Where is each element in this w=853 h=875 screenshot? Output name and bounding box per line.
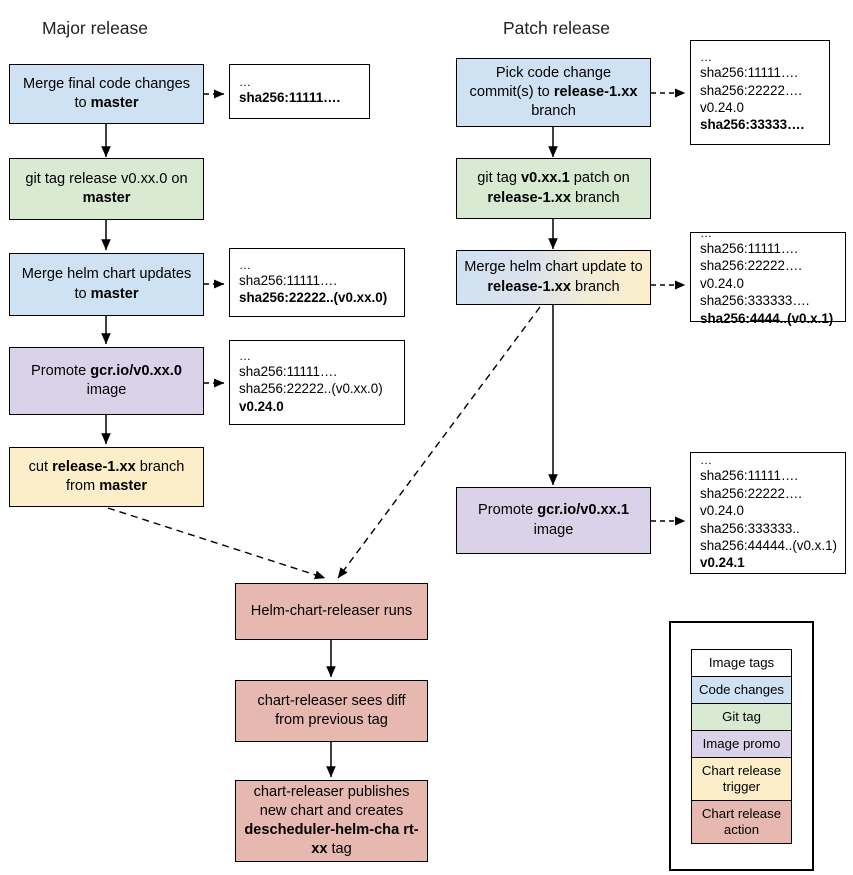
legend-item-label: Git tag: [722, 708, 761, 724]
legend-item-label: Image promo: [702, 735, 781, 751]
node-git-tag-patch[interactable]: git tag v0.xx.1 patch on release-1.xx br…: [456, 158, 651, 219]
tagbox-major-2: …sha256:11111…. sha256:22222..(v0.xx.0): [229, 248, 405, 317]
node-label: chart-releaser sees diff from previous t…: [257, 692, 406, 728]
node-label: Promote gcr.io/v0.xx.0 image: [31, 362, 182, 398]
tagbox-patch-2: …sha256:11111…. sha256:22222….v0.24.0 sha2…: [690, 227, 846, 326]
node-label: git tag v0.xx.1 patch on release-1.xx br…: [477, 170, 630, 206]
node-merge-helm-chart-updates-master[interactable]: Merge helm chart updates to master: [9, 253, 204, 316]
tagbox-line: sha256:11111….: [700, 240, 799, 256]
node-label: git tag release v0.xx.0 on master: [25, 170, 188, 206]
node-label: Merge final code changes to master: [22, 75, 191, 111]
tagbox-line: sha256:11111….: [700, 65, 799, 81]
node-label: Merge helm chart updates to master: [21, 266, 192, 302]
tagbox-patch-1: …sha256:11111….sha256:22222…. v0.24.0 sha2…: [690, 40, 830, 145]
legend-item-label: Code changes: [698, 681, 785, 697]
tagbox-line: …: [700, 50, 713, 65]
tagbox-line: sha256:22222….: [700, 485, 802, 501]
tagbox-line: …: [239, 75, 252, 90]
node-label: Pick code change commit(s) to release-1.…: [469, 64, 638, 120]
tagbox-line: v0.24.0: [700, 100, 744, 115]
column-title-patch: Patch release: [503, 18, 611, 38]
edge-dashed-cut-branch-to-releaser: [107, 507, 326, 580]
tagbox-line: v0.24.0: [700, 503, 744, 519]
node-promote-image-patch[interactable]: Promote gcr.io/v0.xx.1 image: [456, 487, 651, 554]
legend-item-3: Image promo: [691, 729, 792, 758]
column-title-major: Major release: [42, 18, 149, 38]
tagbox-line: sha256:22222..(v0.xx.0): [239, 290, 388, 305]
tagbox-line: sha256:11111….: [239, 363, 338, 379]
node-helm-chart-releaser-runs[interactable]: Helm-chart-releaser runs: [235, 583, 428, 640]
tagbox-line: sha256:11111….: [239, 272, 338, 288]
tagbox-line: v0.24.0: [700, 275, 744, 291]
legend-item-label: Image tags: [708, 654, 775, 670]
legend-item-2: Git tag: [691, 702, 792, 731]
legend-item-1: Code changes: [691, 675, 792, 704]
tagbox-line: sha256:22222….: [700, 82, 802, 98]
node-pick-code-change-commits[interactable]: Pick code change commit(s) to release-1.…: [456, 58, 651, 127]
node-chart-releaser-sees-diff[interactable]: chart-releaser sees diff from previous t…: [235, 680, 428, 742]
node-label: cut release-1.xx branch from master: [28, 458, 185, 494]
tagbox-line: sha256:11111….: [700, 468, 799, 484]
tagbox-line: …: [700, 225, 713, 240]
node-label: Helm-chart-releaser runs: [250, 602, 413, 619]
tagbox-line: sha256:333333..: [700, 520, 800, 536]
node-label: chart-releaser publishes new chart and c…: [244, 783, 419, 858]
tagbox-line: sha256:333333….: [700, 293, 810, 309]
tagbox-major-3: …sha256:11111…. sha256:22222..(v0.xx.0)v0…: [229, 340, 405, 425]
node-label: Promote gcr.io/v0.xx.1 image: [478, 502, 629, 538]
tagbox-line: sha256:33333….: [700, 117, 805, 133]
node-cut-release-branch[interactable]: cut release-1.xx branch from master: [9, 447, 204, 507]
tagbox-major-1: …sha256:11111….: [229, 64, 370, 119]
node-label: Merge helm chart update to release-1.xx …: [464, 259, 643, 295]
tagbox-line: sha256:11111….: [239, 90, 341, 106]
node-merge-helm-chart-update-release-branch[interactable]: Merge helm chart update to release-1.xx …: [456, 250, 651, 305]
tagbox-line: …: [239, 257, 252, 272]
tagbox-line: sha256:22222….: [700, 258, 802, 274]
node-merge-final-code-changes[interactable]: Merge final code changes to master: [9, 64, 204, 124]
tagbox-line: sha256:44444..(v0.x.1): [700, 537, 837, 553]
legend-item-4: Chart release trigger: [691, 757, 792, 802]
node-promote-image-major[interactable]: Promote gcr.io/v0.xx.0 image: [9, 347, 204, 415]
legend-item-5: Chart release action: [691, 800, 792, 845]
node-chart-releaser-publishes[interactable]: chart-releaser publishes new chart and c…: [235, 780, 428, 862]
legend-item-label: Chart release action: [701, 806, 782, 838]
node-git-tag-release-major[interactable]: git tag release v0.xx.0 on master: [9, 158, 204, 220]
tagbox-line: v0.24.0: [239, 398, 284, 414]
tagbox-line: sha256:4444..(v0.x.1): [700, 310, 834, 326]
tagbox-line: …: [239, 348, 252, 363]
tagbox-line: …: [700, 453, 713, 468]
legend-item-label: Chart release trigger: [701, 763, 782, 795]
tagbox-line: v0.24.1: [700, 555, 745, 571]
legend-item-0: Image tags: [691, 648, 792, 677]
tagbox-line: sha256:22222..(v0.xx.0): [239, 381, 383, 397]
